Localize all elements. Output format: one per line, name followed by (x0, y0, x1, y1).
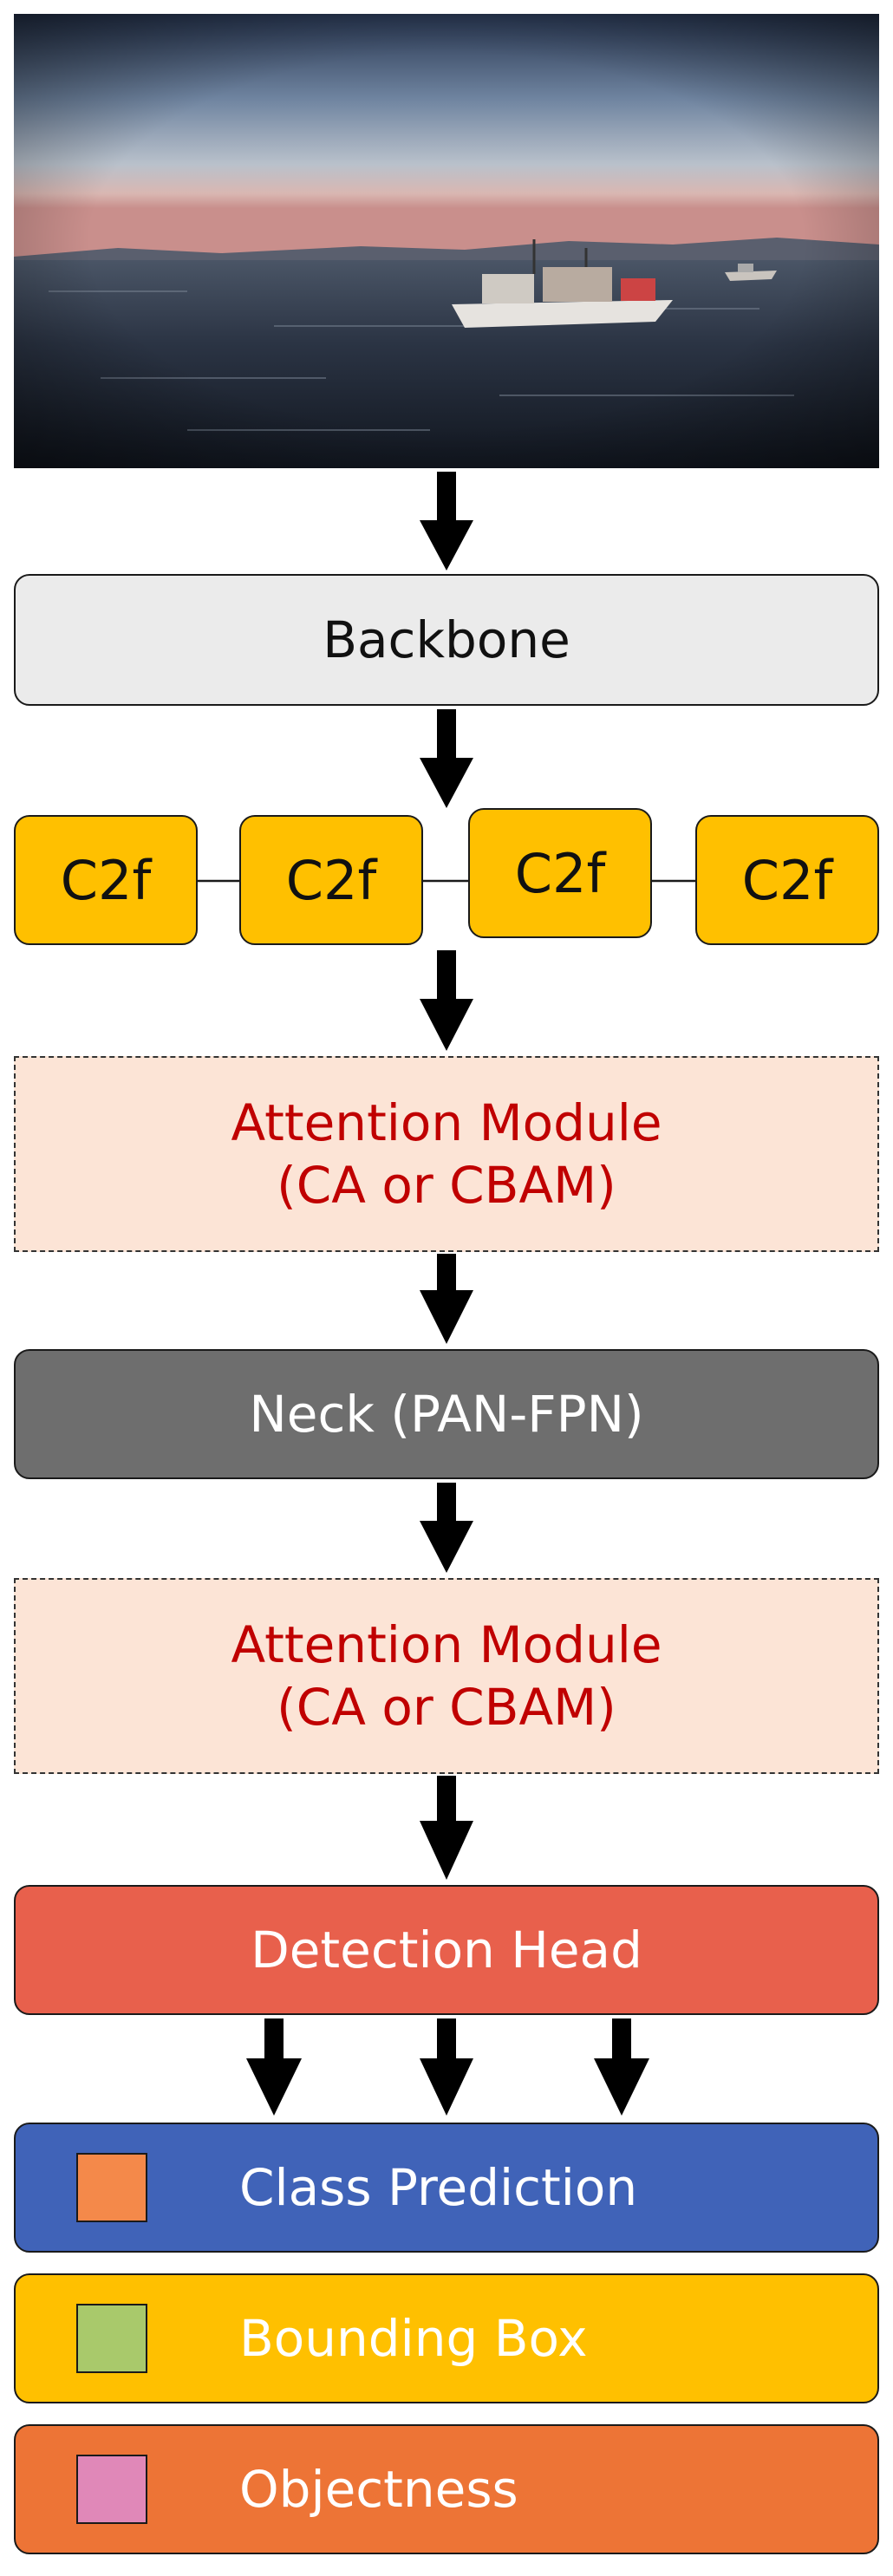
arrow-c2f-to-attention (420, 950, 473, 1051)
bbox-swatch-icon (76, 2304, 147, 2373)
output-class-prediction: Class Prediction (14, 2123, 879, 2253)
detection-head-label: Detection Head (251, 1920, 642, 1979)
input-photo (14, 14, 879, 468)
c2f-block-1: C2f (14, 815, 198, 945)
attention-module-1: Attention Module (CA or CBAM) (14, 1056, 879, 1252)
c2f-block-4: C2f (695, 815, 879, 945)
c2f-label: C2f (514, 841, 606, 905)
output-bounding-box: Bounding Box (14, 2273, 879, 2403)
arrow-backbone-to-c2f (420, 709, 473, 808)
arrow-head-to-output-left (246, 2018, 302, 2116)
c2f-label: C2f (60, 848, 152, 912)
arrow-head-to-output-center (420, 2018, 473, 2116)
detection-head-block: Detection Head (14, 1885, 879, 2015)
output-label: Bounding Box (239, 2308, 588, 2368)
attention-subtitle: (CA or CBAM) (277, 1678, 616, 1737)
c2f-label: C2f (285, 848, 377, 912)
neck-block: Neck (PAN-FPN) (14, 1349, 879, 1479)
objectness-swatch-icon (76, 2455, 147, 2524)
arrow-attention-to-neck (420, 1254, 473, 1344)
arrow-attention-to-head (420, 1776, 473, 1880)
output-objectness: Objectness (14, 2424, 879, 2554)
arrow-photo-to-backbone (420, 472, 473, 571)
backbone-block: Backbone (14, 574, 879, 706)
neck-label: Neck (PAN-FPN) (249, 1384, 644, 1444)
arrow-neck-to-attention (420, 1483, 473, 1573)
attention-title: Attention Module (231, 1092, 662, 1152)
output-label: Objectness (239, 2459, 518, 2519)
attention-title: Attention Module (231, 1614, 662, 1674)
seascape-image (14, 14, 879, 468)
attention-module-2: Attention Module (CA or CBAM) (14, 1578, 879, 1774)
c2f-label: C2f (741, 848, 833, 912)
output-label: Class Prediction (239, 2157, 638, 2217)
arrow-head-to-output-right (594, 2018, 649, 2116)
backbone-label: Backbone (323, 610, 570, 669)
c2f-block-3: C2f (468, 808, 652, 938)
attention-subtitle: (CA or CBAM) (277, 1156, 616, 1215)
c2f-block-2: C2f (239, 815, 423, 945)
class-swatch-icon (76, 2153, 147, 2222)
